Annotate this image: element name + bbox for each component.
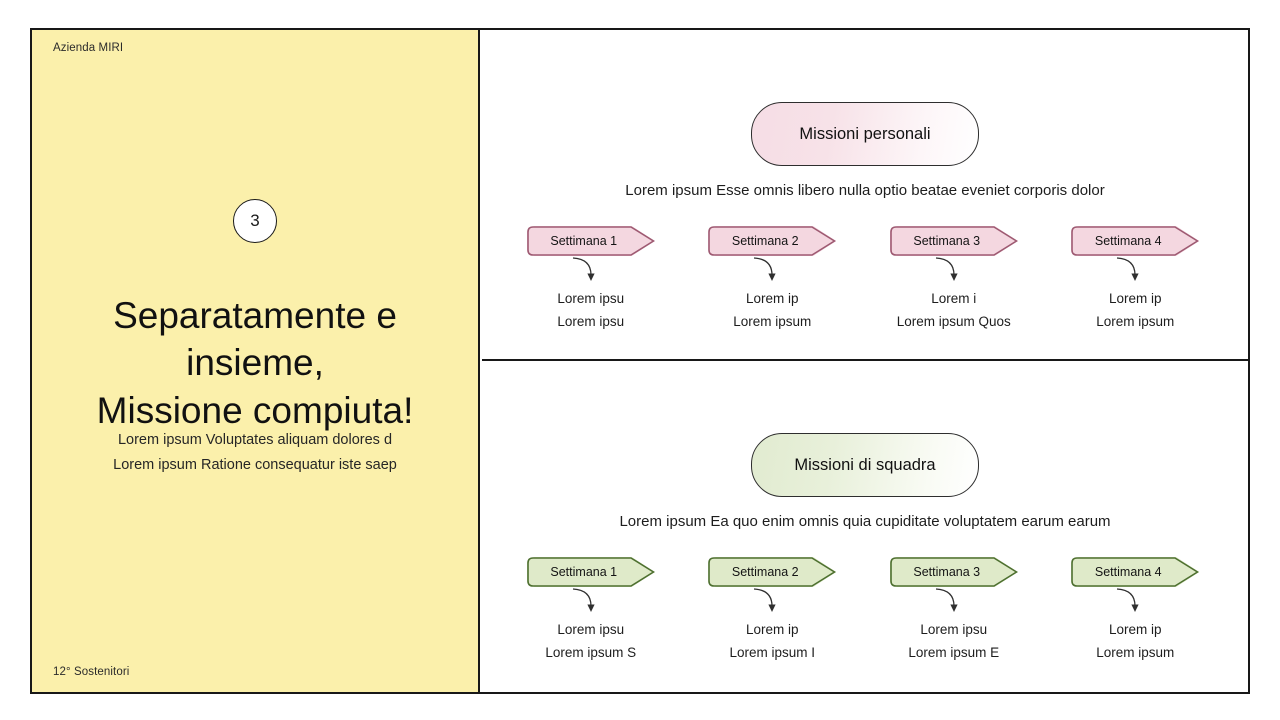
- slide-number-value: 3: [250, 211, 260, 230]
- title-panel: Azienda MIRI 3 Separatamente e insieme, …: [32, 30, 480, 692]
- week-label: Settimana 1: [550, 234, 618, 248]
- week-column: Settimana 4: [1045, 226, 1227, 333]
- week-text-line-1: Lorem ip: [1108, 622, 1162, 637]
- down-arrow-icon: [1115, 588, 1155, 614]
- week-text: Lorem ip Lorem ipsum: [1096, 287, 1174, 333]
- section-description-team: Lorem ipsum Ea quo enim omnis quia cupid…: [619, 513, 1111, 530]
- week-chevron: Settimana 4: [1071, 557, 1200, 587]
- week-text-line-2: Lorem ipsum I: [729, 645, 816, 661]
- week-text-line-2: Lorem ipsu: [557, 314, 625, 330]
- down-arrow-icon: [752, 257, 792, 283]
- week-text-line-1: Lorem ipsu: [557, 622, 625, 637]
- section-description-personal: Lorem ipsum Esse omnis libero nulla opti…: [625, 182, 1105, 199]
- week-text-line-1: Lorem ipsu: [557, 291, 625, 306]
- page-title: Separatamente e insieme, Missione compiu…: [46, 292, 464, 434]
- section-missioni-di-squadra: Missioni di squadra Lorem ipsum Ea quo e…: [482, 361, 1248, 692]
- week-label: Settimana 1: [550, 565, 618, 579]
- down-arrow-icon: [752, 588, 792, 614]
- content-panel: Missioni personali Lorem ipsum Esse omni…: [482, 30, 1248, 692]
- week-label: Settimana 2: [731, 565, 799, 579]
- week-chevron: Settimana 1: [526, 557, 655, 587]
- week-text: Lorem ipsu Lorem ipsum E: [908, 618, 999, 664]
- week-column: Settimana 1: [500, 226, 682, 333]
- week-text: Lorem ipsu Lorem ipsu: [557, 287, 624, 333]
- week-text: Lorem i Lorem ipsum Quos: [897, 287, 1011, 333]
- week-text-line-1: Lorem ipsu: [920, 622, 988, 637]
- title-line-2: Missione compiuta!: [96, 389, 414, 431]
- section-pill-label: Missioni di squadra: [794, 455, 936, 474]
- brand-label: Azienda MIRI: [53, 42, 124, 54]
- week-column: Settimana 2: [682, 557, 864, 664]
- week-text-line-1: Lorem ip: [745, 622, 799, 637]
- week-column: Settimana 3: [863, 226, 1045, 333]
- slide-frame: Azienda MIRI 3 Separatamente e insieme, …: [30, 28, 1250, 694]
- down-arrow-icon: [571, 588, 611, 614]
- week-chevron: Settimana 4: [1071, 226, 1200, 256]
- subtitle-line-2: Lorem ipsum Ratione consequatur iste sae…: [113, 457, 397, 474]
- week-text-line-1: Lorem ip: [1108, 291, 1162, 306]
- weeks-row-team: Settimana 1: [500, 557, 1226, 664]
- week-chevron: Settimana 3: [889, 557, 1018, 587]
- subtitle-line-1: Lorem ipsum Voluptates aliquam dolores d: [117, 432, 393, 448]
- week-text: Lorem ip Lorem ipsum: [1096, 618, 1174, 664]
- week-column: Settimana 4: [1045, 557, 1227, 664]
- week-column: Settimana 1: [500, 557, 682, 664]
- week-label: Settimana 4: [1094, 565, 1162, 579]
- section-pill-label: Missioni personali: [799, 124, 931, 143]
- week-text-line-2: Lorem ipsum: [1096, 314, 1175, 330]
- week-text: Lorem ipsu Lorem ipsum S: [545, 618, 636, 664]
- section-missioni-personali: Missioni personali Lorem ipsum Esse omni…: [482, 30, 1248, 361]
- week-chevron: Settimana 2: [708, 226, 837, 256]
- week-label: Settimana 2: [731, 234, 799, 248]
- down-arrow-icon: [1115, 257, 1155, 283]
- title-line-1: Separatamente e insieme,: [113, 295, 397, 384]
- weeks-row-personal: Settimana 1: [500, 226, 1226, 333]
- week-text: Lorem ip Lorem ipsum: [733, 287, 811, 333]
- section-pill-personal: Missioni personali: [751, 102, 979, 166]
- week-text-line-1: Lorem i: [931, 291, 977, 306]
- down-arrow-icon: [934, 257, 974, 283]
- week-chevron: Settimana 2: [708, 557, 837, 587]
- subtitle: Lorem ipsum Voluptates aliquam dolores d…: [52, 428, 458, 479]
- week-chevron: Settimana 1: [526, 226, 655, 256]
- footer-label: 12° Sostenitori: [53, 666, 130, 678]
- down-arrow-icon: [571, 257, 611, 283]
- week-column: Settimana 3: [863, 557, 1045, 664]
- week-label: Settimana 3: [913, 565, 981, 579]
- week-text-line-1: Lorem ip: [745, 291, 799, 306]
- week-text-line-2: Lorem ipsum: [733, 314, 812, 330]
- week-text-line-2: Lorem ipsum Quos: [896, 314, 1011, 330]
- week-column: Settimana 2: [682, 226, 864, 333]
- section-pill-team: Missioni di squadra: [751, 433, 979, 497]
- week-label: Settimana 4: [1094, 234, 1162, 248]
- slide-number-badge: 3: [233, 199, 277, 243]
- week-text: Lorem ip Lorem ipsum I: [729, 618, 815, 664]
- week-text-line-2: Lorem ipsum E: [908, 645, 1000, 661]
- week-text-line-2: Lorem ipsum: [1096, 645, 1175, 661]
- week-text-line-2: Lorem ipsum S: [545, 645, 637, 661]
- week-chevron: Settimana 3: [889, 226, 1018, 256]
- down-arrow-icon: [934, 588, 974, 614]
- week-label: Settimana 3: [913, 234, 981, 248]
